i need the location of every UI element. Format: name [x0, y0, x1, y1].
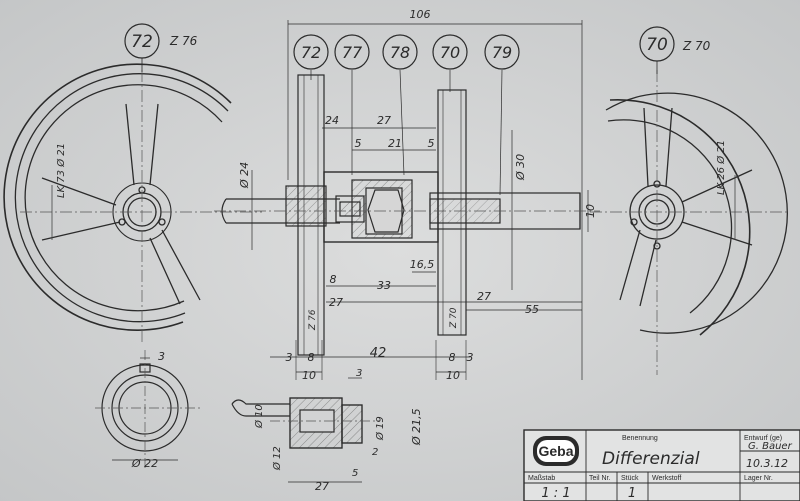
massstab-label: Maßstab: [528, 475, 555, 482]
hub-dim-27: 27: [315, 480, 329, 493]
dim-8a: 8: [330, 273, 337, 286]
hub-dim-phi22: Ø 22: [131, 457, 158, 470]
dim-overall: 106: [410, 8, 431, 21]
drawing-title: Differenzial: [602, 449, 700, 469]
hub-dim-5: 5: [352, 468, 358, 479]
hub-dim-3-small: 3: [356, 368, 362, 379]
section-balloons: [293, 34, 520, 70]
hub-dim-3: 3: [158, 350, 165, 363]
dim-10-right: 10: [446, 369, 460, 382]
dim-8-right: 8: [449, 351, 456, 364]
hub-section-view: [231, 377, 380, 483]
hub-front-view: [95, 350, 200, 468]
entwurf-label: Entwurf (ge): [744, 435, 782, 442]
dim-21: 21: [388, 137, 402, 150]
designer-name: G. Bauer: [748, 441, 793, 452]
dim-33: 33: [377, 279, 391, 292]
hub-dim-phi21-5: Ø 21,5: [410, 408, 423, 446]
left-gear-balloon: 72 Z 76: [124, 23, 198, 72]
werkstoff-label: Werkstoff: [652, 475, 681, 482]
dim-42: 42: [370, 346, 387, 361]
left-balloon-number: 72: [131, 32, 153, 52]
title-block: [523, 429, 800, 501]
dim-3-right: 3: [467, 351, 474, 364]
right-gear-front-view: [590, 70, 790, 375]
hub-dim-phi19: Ø 19: [374, 416, 386, 441]
balloon-72: 72: [301, 43, 321, 62]
count-value: 1: [628, 486, 636, 501]
dim-55: 55: [525, 303, 539, 316]
left-pitch-circle-label: LK 73 Ø 21: [55, 143, 67, 198]
dim-phi24: Ø 24: [238, 162, 251, 189]
dim-8-left: 8: [308, 351, 315, 364]
hub-dim-phi12: Ø 12: [271, 446, 283, 471]
right-gear-balloon: 70 Z 70: [639, 26, 711, 74]
dim-27-right: 27: [477, 290, 491, 303]
drawing-date: 10.3.12: [746, 457, 788, 470]
right-pitch-circle-label: LK 26 Ø 21: [715, 140, 727, 195]
stueck-label: Stück: [621, 475, 639, 482]
balloon-70: 70: [440, 43, 460, 62]
left-gear-front-view: [3, 63, 262, 345]
dim-24: 24: [325, 114, 339, 127]
right-teeth-count: Z 70: [682, 39, 711, 53]
right-balloon-number: 70: [646, 35, 668, 55]
logo-text: Geba: [538, 443, 573, 459]
dim-phi10: 10: [584, 204, 597, 218]
benennung-label: Benennung: [622, 435, 658, 442]
dimension-labels: 106 24 27 5 21 5 Ø 24 Ø 30 10 16,5 8 33 …: [238, 8, 597, 382]
center-section-view: [214, 20, 600, 380]
teil-label: Teil Nr.: [589, 475, 610, 482]
hub-dim-2: 2: [372, 447, 378, 458]
scale-value: 1 : 1: [541, 486, 570, 501]
balloon-77: 77: [342, 43, 363, 62]
dim-5b: 5: [428, 137, 435, 150]
dim-z70: Z 70: [449, 307, 459, 329]
lager-label: Lager Nr.: [744, 475, 773, 482]
balloon-79: 79: [492, 43, 512, 62]
dim-10-left: 10: [302, 369, 316, 382]
dim-27-top: 27: [377, 114, 391, 127]
hub-dim-phi10: Ø 10: [253, 404, 265, 429]
dim-5a: 5: [355, 137, 362, 150]
dim-16-5: 16,5: [410, 258, 435, 271]
dim-3-left: 3: [286, 351, 293, 364]
dim-27-mid: 27: [329, 296, 343, 309]
dim-z76: Z 76: [308, 309, 318, 331]
left-teeth-count: Z 76: [169, 34, 198, 48]
balloon-78: 78: [390, 43, 410, 62]
dim-phi30: Ø 30: [514, 154, 527, 181]
